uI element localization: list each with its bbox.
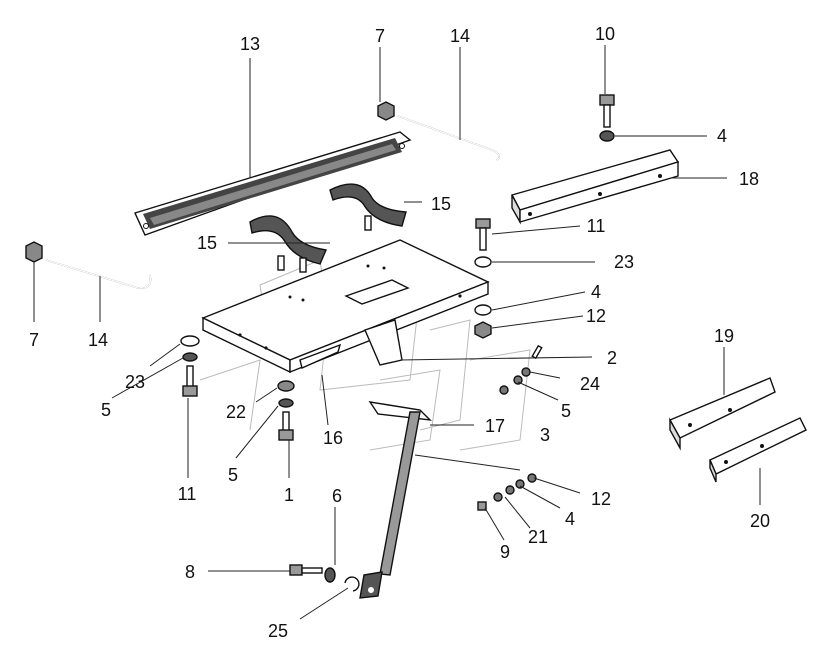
callout-2: 2	[607, 348, 617, 368]
saddle-clamp-15-left	[249, 215, 327, 273]
callout-5-right: 5	[561, 401, 571, 421]
callout-11-right: 11	[587, 216, 606, 236]
washer-23-left	[180, 335, 200, 362]
callout-3: 3	[540, 425, 550, 445]
angle-bracket-18	[510, 149, 680, 225]
callout-25: 25	[268, 621, 288, 641]
callout-4-top: 4	[717, 126, 727, 146]
callout-23-left: 23	[125, 372, 145, 392]
callout-4-low: 4	[565, 509, 575, 529]
callout-5-center: 5	[228, 465, 238, 485]
callout-20: 20	[750, 511, 770, 531]
bracket-19	[669, 377, 776, 451]
callout-24: 24	[580, 374, 600, 394]
callout-18: 18	[739, 169, 759, 189]
bolt-8-washer-6-pin-25	[289, 564, 360, 592]
washer-4-nut-12	[474, 304, 492, 339]
callout-12-low: 12	[591, 489, 611, 509]
callout-19: 19	[714, 326, 734, 346]
callout-1: 1	[284, 485, 294, 505]
mounting-plate	[201, 239, 490, 374]
callout-5-left: 5	[101, 400, 111, 420]
callout-labels: 13 7 14 10 4 18 15 15 11 23 4 12 7 14 23…	[29, 24, 770, 641]
callout-23-right: 23	[614, 252, 634, 272]
bolt-10	[599, 94, 615, 142]
saddle-clamp-15-right	[329, 183, 407, 231]
fasteners-9-21-4-12	[477, 473, 537, 511]
callout-15-left: 15	[197, 233, 217, 253]
callout-13: 13	[240, 34, 260, 54]
bolt-1	[278, 411, 294, 441]
callout-14-top: 14	[450, 26, 470, 46]
callout-11-left: 11	[178, 484, 197, 504]
callout-17: 17	[485, 416, 505, 436]
leader-lines	[33, 45, 761, 620]
callout-4-mid: 4	[591, 282, 601, 302]
callout-7-top: 7	[375, 26, 385, 46]
callout-22: 22	[226, 402, 246, 422]
callout-21: 21	[528, 527, 548, 547]
callout-10: 10	[595, 24, 615, 44]
u-bolt-top-14	[377, 101, 500, 161]
callout-8: 8	[185, 562, 195, 582]
support-strut-17	[359, 401, 432, 599]
callout-12-mid: 12	[586, 306, 606, 326]
callout-6: 6	[332, 486, 342, 506]
nut-22	[277, 380, 295, 408]
callout-9: 9	[500, 542, 510, 562]
u-bolt-left-14	[25, 241, 152, 289]
bolt-11-left	[182, 365, 198, 397]
callout-16: 16	[323, 428, 343, 448]
callout-15-right: 15	[431, 194, 451, 214]
callout-7-left: 7	[29, 330, 39, 350]
bolt-11-right	[474, 218, 492, 268]
callout-14-left: 14	[88, 330, 108, 350]
fasteners-2-24-5	[499, 344, 543, 395]
brush-bar-13	[134, 131, 412, 236]
bracket-20	[709, 417, 807, 483]
